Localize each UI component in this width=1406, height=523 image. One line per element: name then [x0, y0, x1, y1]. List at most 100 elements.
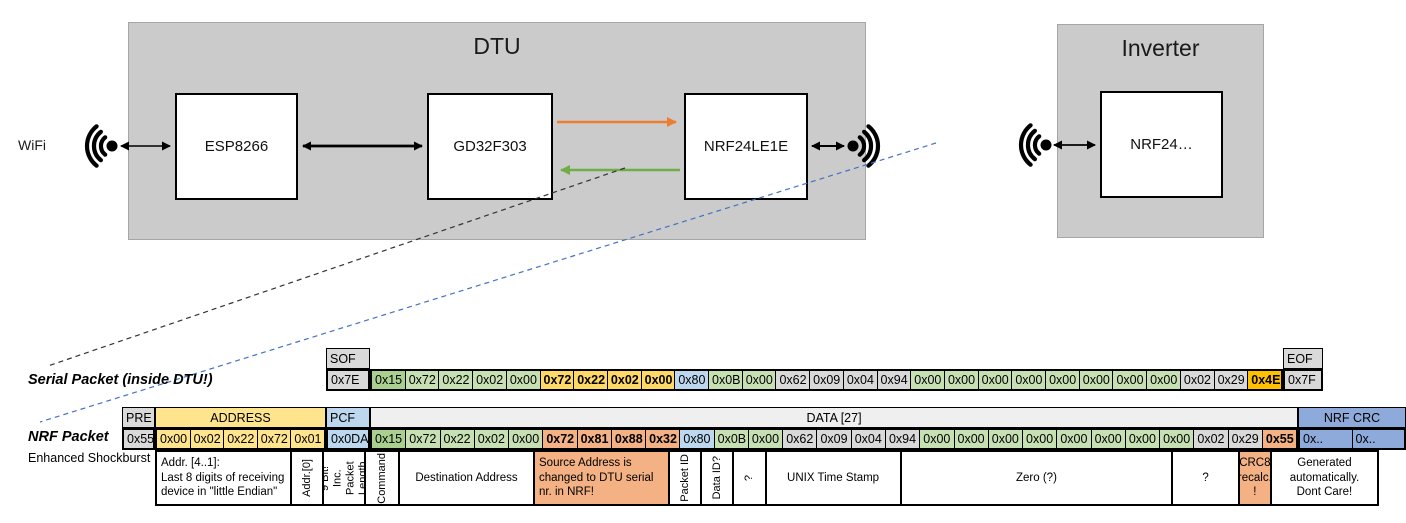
annotation-cell: Addr. [4..1]: Last 8 digits of receiving… — [155, 450, 292, 506]
serial-byte-cell: 0x09 — [810, 371, 844, 389]
inverter-title: Inverter — [1121, 35, 1200, 61]
address-byte-cell: 0x00 — [157, 430, 191, 448]
nrf-packet-label: NRF Packet — [28, 429, 109, 445]
pre-header-cell: PRE — [122, 407, 155, 428]
serial-byte-cell: 0x80 — [675, 371, 710, 389]
nrf-byte-cell: 0x15 — [372, 430, 407, 448]
nrf-byte-cell: 0x94 — [885, 430, 921, 448]
pcf-header-cell: PCF — [326, 407, 370, 428]
nrf-byte-cell: 0x00 — [988, 430, 1024, 448]
serial-byte-cell: 0x4E — [1248, 371, 1281, 389]
serial-byte-cell: 0x00 — [1046, 371, 1080, 389]
crc-byte-cell: 0x.. — [1352, 430, 1404, 448]
annotation-cell: Generated automatically. Dont Care! — [1269, 450, 1379, 506]
chip-inverter-nrf24: NRF24… — [1100, 91, 1223, 198]
wifi-label: WiFi — [18, 137, 46, 153]
serial-packet-label: Serial Packet (inside DTU!) — [28, 372, 213, 388]
nrf-byte-cell: 0x04 — [851, 430, 886, 448]
annotation-cell: Source Address is changed to DTU serial … — [533, 450, 670, 506]
annotation-cell: Destination Address — [398, 450, 535, 506]
enhanced-shockburst-label: Enhanced Shockburst — [28, 451, 151, 465]
nrf-byte-cell: 0x00 — [748, 430, 784, 448]
serial-byte-cell: 0x29 — [1214, 371, 1249, 389]
nrf-byte-cell: 0x00 — [1057, 430, 1092, 448]
nrf-byte-cell: 0x00 — [1091, 430, 1126, 448]
serial-byte-cell: 0x00 — [1113, 371, 1148, 389]
nrf-byte-cell: 0x88 — [611, 430, 647, 448]
pre-byte-cell: 0x55 — [122, 428, 155, 450]
nrf-crc-header-cell: NRF CRC — [1298, 407, 1406, 428]
annotation-cell: ? — [1171, 450, 1240, 506]
serial-byte-cell: 0x00 — [978, 371, 1013, 389]
chip-gd32f303: GD32F303 — [427, 93, 553, 200]
nrf-byte-cell: 0x72 — [406, 430, 441, 448]
nrf-byte-cell: 0x72 — [543, 430, 578, 448]
nrf-byte-cell: 0x02 — [1194, 430, 1229, 448]
annotation-cell: Command — [364, 450, 400, 506]
nrf-byte-cell: 0x09 — [817, 430, 852, 448]
data-header-cell: DATA [27] — [370, 407, 1298, 428]
serial-byte-cell: 0x02 — [473, 371, 507, 389]
serial-byte-cell: 0x00 — [1012, 371, 1047, 389]
serial-byte-cell: 0x0B — [709, 371, 743, 389]
address-byte-cell: 0x72 — [257, 430, 292, 448]
annotation-cell: Zero (?) — [899, 450, 1174, 506]
dtu-title: DTU — [473, 33, 521, 59]
nrf-byte-cell: 0x32 — [646, 430, 681, 448]
serial-byte-cell: 0x15 — [372, 371, 406, 389]
sof-byte-cell: 0x7E — [326, 369, 370, 391]
nrf-crc-block: 0x..0x.. — [1298, 428, 1406, 450]
address-header-cell: ADDRESS — [155, 407, 326, 428]
serial-byte-cell: 0x72 — [405, 371, 440, 389]
sof-header-cell: SOF — [326, 348, 370, 369]
nrf-byte-cell: 0x00 — [920, 430, 955, 448]
chip-esp8266: ESP8266 — [175, 93, 298, 200]
eof-header-cell: EOF — [1283, 348, 1323, 369]
nrf-byte-cell: 0x00 — [1160, 430, 1195, 448]
serial-byte-cell: 0x00 — [911, 371, 945, 389]
address-byte-cell: 0x01 — [291, 430, 324, 448]
annotation-cell: Addr.[0] — [290, 450, 324, 506]
serial-byte-cell: 0x00 — [1079, 371, 1114, 389]
wifi-icon — [84, 124, 118, 168]
eof-byte-cell: 0x7F — [1283, 369, 1323, 391]
serial-byte-cell: 0x02 — [607, 371, 642, 389]
serial-byte-cell: 0x94 — [877, 371, 912, 389]
crc-byte-cell: 0x.. — [1300, 430, 1353, 448]
nrf-byte-cell: 0x00 — [954, 430, 989, 448]
address-byte-cell: 0x22 — [224, 430, 258, 448]
chip-nrf24le1e: NRF24LE1E — [684, 93, 808, 200]
serial-byte-cell: 0x04 — [843, 371, 878, 389]
annotation-cell: UNIX Time Stamp — [764, 450, 902, 506]
serial-byte-cell: 0x22 — [574, 371, 608, 389]
nrf-byte-cell: 0x62 — [783, 430, 818, 448]
address-byte-cell: 0x02 — [190, 430, 225, 448]
annotation-row: Addr. [4..1]: Last 8 digits of receiving… — [155, 450, 1379, 506]
nrf-byte-cell: 0x02 — [474, 430, 510, 448]
annotation-cell: CRC8 recalc. ! — [1237, 450, 1272, 506]
serial-byte-cell: 0x72 — [540, 371, 575, 389]
serial-byte-cell: 0x00 — [742, 371, 777, 389]
nrf-byte-cell: 0x00 — [1125, 430, 1161, 448]
annotation-cell: Data ID? — [700, 450, 735, 506]
annotation-cell: Packet ID — [668, 450, 703, 506]
nrf-byte-cell: 0x0B — [714, 430, 749, 448]
annotation-cell: ? — [732, 450, 767, 506]
annotation-cell: 9 Bit! Inc. Packet Length — [322, 450, 366, 506]
serial-byte-cell: 0x00 — [1147, 371, 1181, 389]
nrf-byte-cell: 0x29 — [1228, 430, 1263, 448]
serial-byte-cell: 0x62 — [776, 371, 811, 389]
serial-byte-cell: 0x22 — [439, 371, 474, 389]
inverter-wifi-icon — [1018, 123, 1052, 167]
serial-byte-cell: 0x00 — [506, 371, 541, 389]
pcf-byte-cell: 0x0DA — [326, 428, 370, 450]
serial-byte-cell: 0x02 — [1180, 371, 1215, 389]
serial-byte-cell: 0x00 — [944, 371, 979, 389]
serial-byte-cell: 0x00 — [641, 371, 676, 389]
nrf-byte-cell: 0x22 — [440, 430, 475, 448]
nrf-byte-cell: 0x55 — [1262, 430, 1297, 448]
